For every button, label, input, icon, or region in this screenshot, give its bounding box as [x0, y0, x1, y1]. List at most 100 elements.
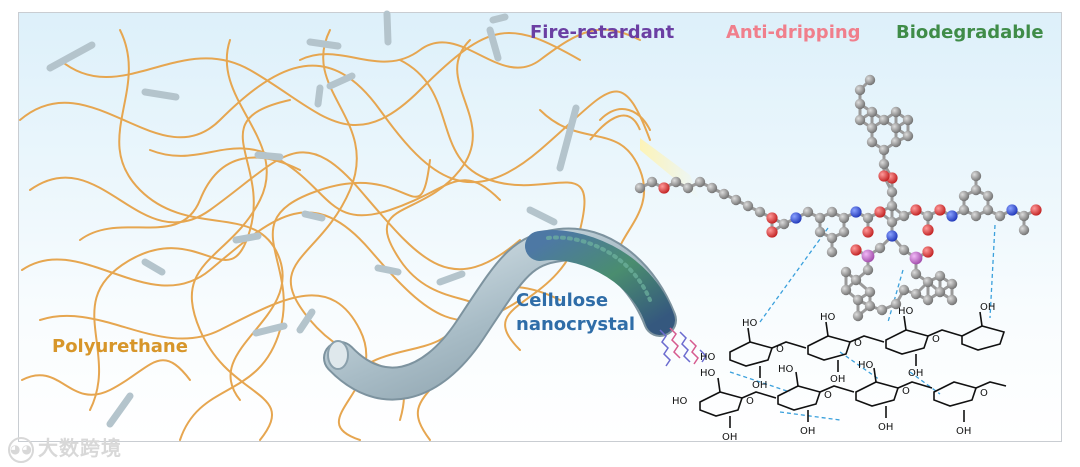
molecule-atom — [826, 246, 838, 258]
molecule-atom — [826, 232, 838, 244]
hydroxyl-label: HO — [820, 312, 836, 323]
molecule-atom — [840, 266, 852, 278]
molecule-atom — [730, 194, 742, 206]
molecule-atom — [970, 170, 982, 182]
molecule-atom — [852, 294, 864, 306]
molecule-atom — [850, 206, 862, 218]
molecule-atom — [886, 216, 898, 228]
hydroxyl-label: HO — [700, 352, 716, 363]
molecule-atom — [898, 284, 910, 296]
molecule-atom — [854, 114, 866, 126]
hydrogen-bonds — [729, 224, 996, 421]
molecule-atom — [902, 114, 914, 126]
molecule-atom — [814, 212, 826, 224]
hydroxyl-label: HO — [778, 364, 794, 375]
polyurethane-label: Polyurethane — [52, 336, 188, 357]
molecule-atom — [878, 170, 890, 182]
grafted-chains — [659, 327, 707, 367]
watermark-logo-icon: ◕◕ — [8, 436, 34, 463]
molecule-atom — [890, 136, 902, 148]
molecule-atom — [646, 176, 658, 188]
ring-oxygen-label: O — [932, 334, 940, 345]
molecule-atom — [1018, 210, 1030, 222]
molecule-atom — [874, 206, 886, 218]
molecule-atom — [670, 176, 682, 188]
molecule-atom — [838, 226, 850, 238]
molecule-atom — [890, 106, 902, 118]
molecule-atom — [658, 182, 670, 194]
molecule-atom — [970, 210, 982, 222]
molecule-atom — [864, 286, 876, 298]
ring-oxygen-label: O — [824, 390, 832, 401]
molecule-atom — [1030, 204, 1042, 216]
cellulose-chain-upper — [729, 311, 1006, 378]
molecule-atom — [850, 274, 862, 286]
molecule-atom — [946, 278, 958, 290]
molecule-bonds — [639, 78, 1037, 318]
molecule-atom — [814, 226, 826, 238]
molecule-atom — [878, 144, 890, 156]
hydroxyl-label: OH — [752, 380, 767, 391]
molecule-atom — [682, 182, 694, 194]
molecule-atom — [840, 284, 852, 296]
molecule-atom — [862, 264, 874, 276]
molecule-atom — [854, 98, 866, 110]
molecule-atom — [886, 186, 898, 198]
molecule-atom — [718, 188, 730, 200]
molecule-atom — [864, 74, 876, 86]
cellulose-structure — [699, 311, 1007, 428]
molecule-atom — [898, 244, 910, 256]
molecule-atom — [934, 286, 946, 298]
anti-dripping-label: Anti-dripping — [726, 22, 861, 43]
molecule-atom — [1006, 204, 1018, 216]
molecule-atom — [994, 210, 1006, 222]
hydroxyl-label: HO — [898, 306, 914, 317]
molecule-atom — [854, 84, 866, 96]
molecule-atom — [922, 276, 934, 288]
fire-retardant-label: Fire-retardant — [530, 22, 675, 43]
cellulose-label-line2: nanocrystal — [516, 314, 636, 335]
molecule-atom — [886, 230, 898, 242]
molecule-atoms — [634, 74, 1042, 322]
molecule-atom — [934, 204, 946, 216]
molecule-atom — [790, 212, 802, 224]
hydroxyl-label: OH — [878, 422, 893, 433]
molecule-atom — [910, 204, 922, 216]
molecule-atom — [909, 251, 923, 265]
molecule-atom — [958, 190, 970, 202]
molecule-atom — [742, 200, 754, 212]
biodegradable-label: Biodegradable — [896, 22, 1044, 43]
hydroxyl-label: HO — [858, 360, 874, 371]
molecule-atom — [694, 176, 706, 188]
molecule-atom — [874, 242, 886, 254]
molecule-atom — [878, 114, 890, 126]
hydroxyl-label: OH — [980, 302, 995, 313]
molecule-atom — [902, 130, 914, 142]
hydroxyl-label: HO — [742, 318, 758, 329]
watermark: ◕◕大数跨境 — [8, 432, 122, 463]
molecule-atom — [706, 182, 718, 194]
molecule-atom — [634, 182, 646, 194]
hydroxyl-label: HO — [672, 396, 688, 407]
molecule-atom — [866, 106, 878, 118]
molecule-atom — [850, 244, 862, 256]
molecule-atom — [866, 122, 878, 134]
filler-rods — [46, 10, 580, 428]
molecule-atom — [862, 226, 874, 238]
molecule-atom — [946, 294, 958, 306]
molecule-atom — [922, 246, 934, 258]
hydroxyl-label: OH — [800, 426, 815, 437]
ring-oxygen-label: O — [902, 386, 910, 397]
molecule-atom — [970, 184, 982, 196]
molecule-atom — [861, 249, 875, 263]
cellulose-nanocrystal-label: Cellulose nanocrystal — [516, 289, 635, 337]
molecule-atom — [946, 210, 958, 222]
molecule-atom — [886, 200, 898, 212]
hydroxyl-label: HO — [700, 368, 716, 379]
molecule-atom — [766, 226, 778, 238]
hydroxyl-label: OH — [722, 432, 737, 443]
watermark-text: 大数跨境 — [38, 436, 122, 460]
molecule-atom — [890, 122, 902, 134]
